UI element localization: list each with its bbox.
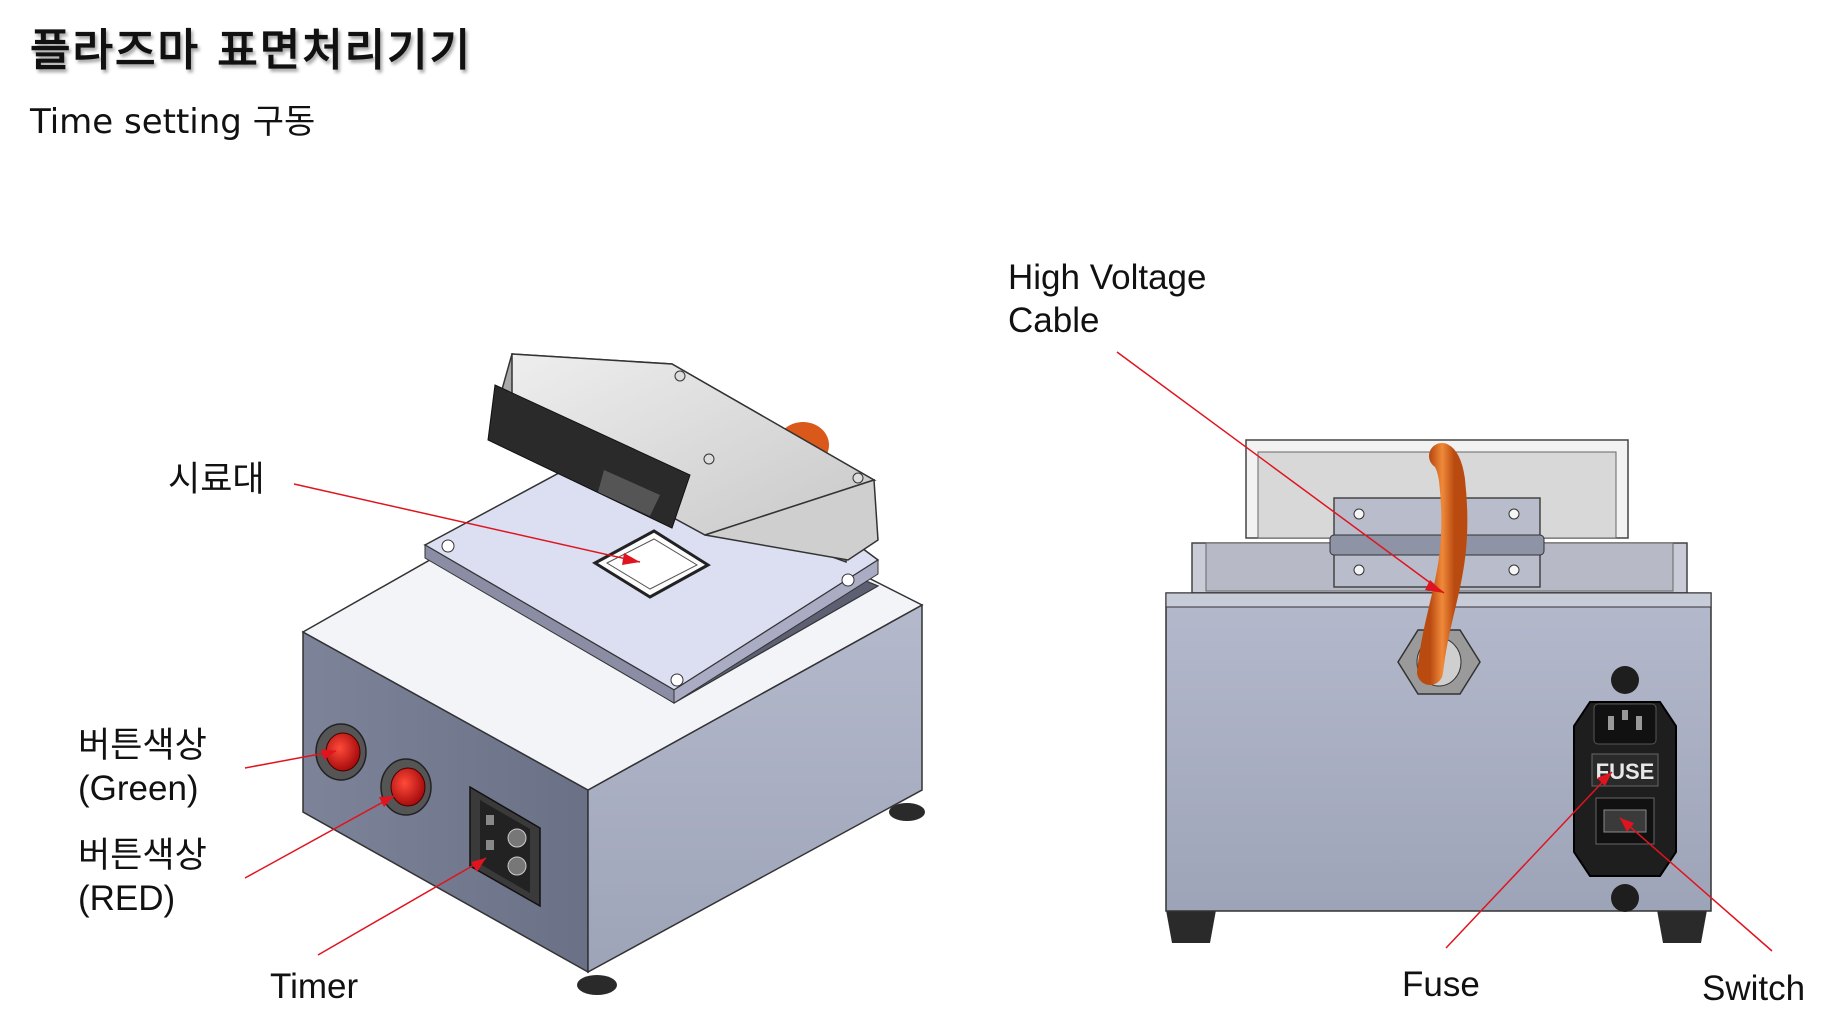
page-title: 플라즈마 표면처리기기 <box>30 25 473 76</box>
callout-lines <box>244 351 1773 956</box>
label-button-red: 버튼색상 (RED) <box>78 834 207 920</box>
label-hv-cable: High Voltage Cable <box>1008 256 1206 342</box>
sample-stage-window <box>592 529 711 599</box>
label-switch: Switch <box>1702 969 1806 1008</box>
timer-panel <box>469 785 541 908</box>
left-device <box>301 353 925 995</box>
callout-line-timer <box>317 857 487 956</box>
label-hv-cable-line2: Cable <box>1008 301 1100 340</box>
callout-line-red-button <box>244 795 395 879</box>
page-subtitle: Time setting 구동 <box>30 102 316 142</box>
callout-line-sample-stage <box>293 483 641 563</box>
label-sample-stage: 시료대 <box>168 460 265 499</box>
callout-line-switch <box>1619 817 1773 952</box>
label-button-red-line1: 버튼색상 <box>78 836 207 875</box>
label-button-green: 버튼색상 (Green) <box>78 724 207 810</box>
hinge <box>1329 497 1545 588</box>
right-device: FUSE <box>1165 439 1712 943</box>
label-hv-cable-line1: High Voltage <box>1008 258 1207 297</box>
label-timer: Timer <box>270 967 359 1006</box>
label-button-red-line2: (RED) <box>78 879 176 918</box>
callout-line-green-button <box>244 750 337 769</box>
red-button <box>380 758 432 816</box>
plasma-head-lid <box>487 353 879 564</box>
callout-line-hv-cable <box>1116 351 1445 594</box>
label-fuse: Fuse <box>1402 965 1480 1004</box>
high-voltage-cable <box>1417 443 1468 685</box>
green-button <box>315 723 367 781</box>
label-button-green-line2: (Green) <box>78 769 199 808</box>
label-button-green-line1: 버튼색상 <box>78 726 207 765</box>
power-inlet-module: FUSE <box>1573 666 1677 912</box>
callout-arrowheads <box>321 553 1634 872</box>
callout-line-fuse <box>1445 771 1613 949</box>
